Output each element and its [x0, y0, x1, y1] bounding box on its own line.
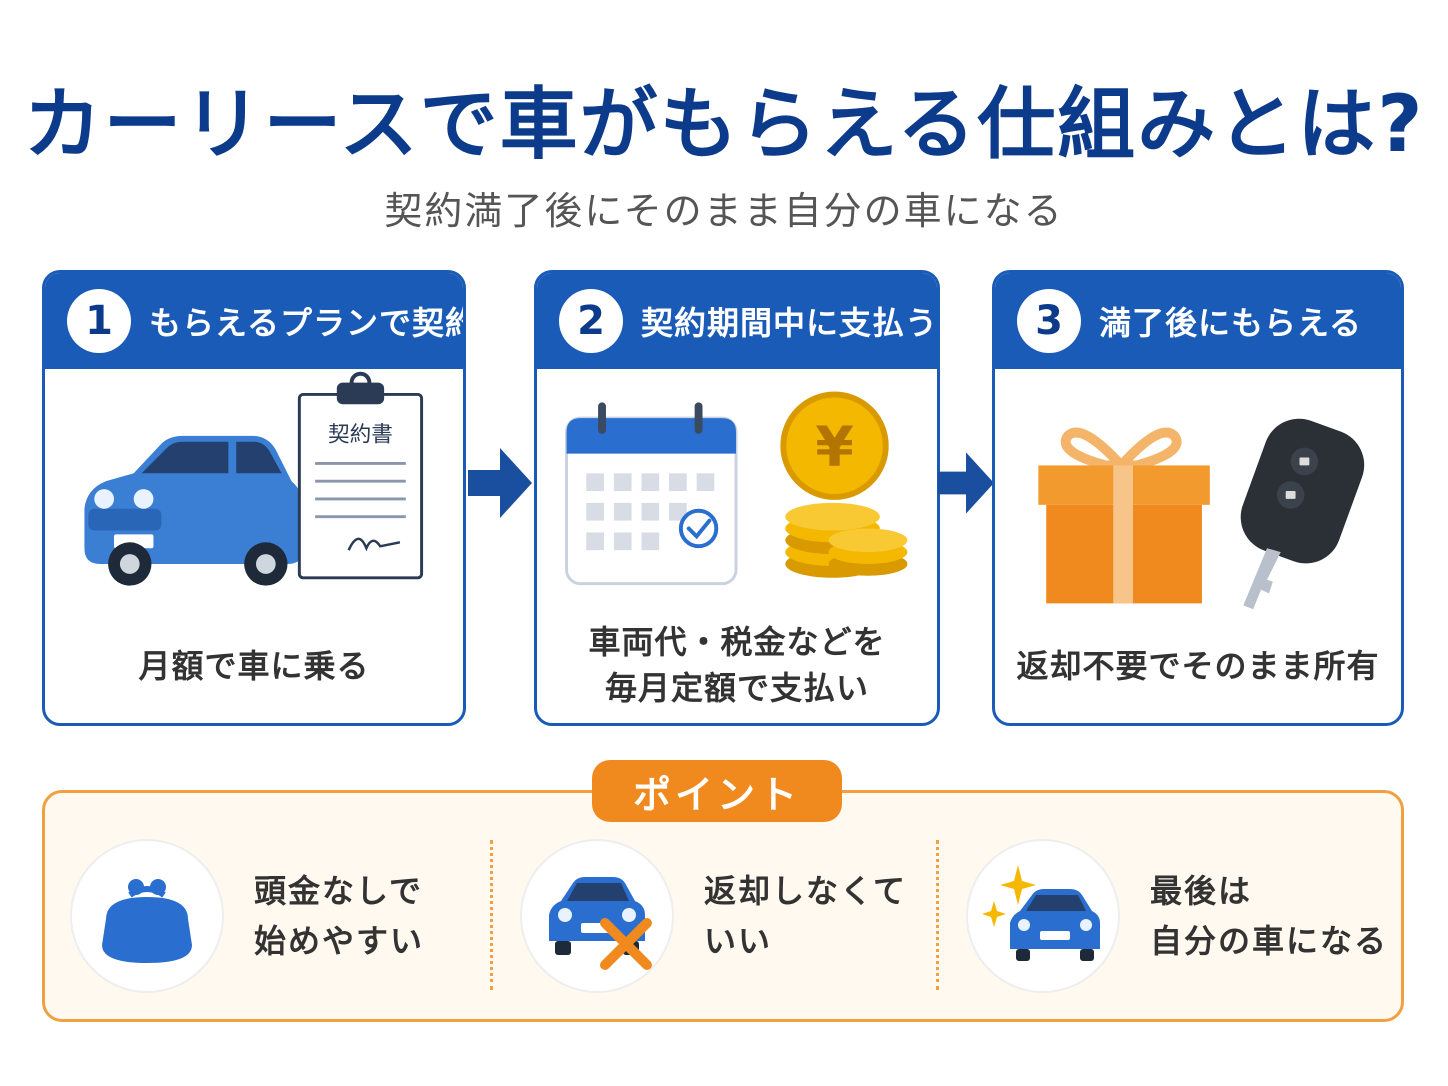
step-2-title: 契約期間中に支払う — [641, 304, 939, 342]
arrow-right-icon — [468, 448, 532, 518]
point-item-3: 最後は 自分の車になる — [966, 836, 1388, 996]
step-2-card: 2 契約期間中に支払う ¥ — [534, 270, 940, 726]
arrow-right-icon — [938, 452, 994, 514]
gift-key-illustration — [1038, 418, 1365, 610]
point-item-2-text: 返却しなくて いい — [704, 872, 908, 960]
step-3-number: 3 — [1017, 289, 1081, 353]
wallet-icon — [102, 879, 192, 963]
step-1-caption: 月額で車に乗る — [138, 647, 370, 685]
gift-box-icon — [1038, 427, 1210, 604]
car-cross-icon — [549, 877, 652, 970]
step-2-header: 2 契約期間中に支払う — [537, 273, 937, 369]
contract-document-icon: 契約書 — [297, 371, 424, 580]
point-item-2: 返却しなくて いい — [520, 836, 907, 996]
step-1-header: 1 もらえるプランで契約 — [45, 273, 463, 369]
page-subtitle: 契約満了後にそのまま自分の車になる — [384, 189, 1064, 233]
point-item-1-text: 頭金なしで 始めやすい — [254, 872, 425, 960]
calendar-icon — [565, 402, 738, 586]
point-item-2-circle — [520, 839, 674, 993]
coin-stack-icon: ¥ — [780, 391, 908, 578]
step-1-title: もらえるプランで契約 — [149, 304, 466, 342]
step-3-caption: 返却不要でそのまま所有 — [1016, 647, 1380, 685]
step-1-number: 1 — [67, 289, 131, 353]
payment-illustration: ¥ — [565, 391, 908, 586]
yen-symbol: ¥ — [815, 415, 853, 479]
point-divider — [490, 840, 493, 990]
car-icon — [84, 435, 304, 586]
point-item-3-text: 最後は 自分の車になる — [1150, 872, 1389, 960]
step-2-number: 2 — [559, 289, 623, 353]
point-item-1-circle — [70, 839, 224, 993]
step-3-card: 3 満了後にもらえる 返却不要でそのまま所有 — [992, 270, 1404, 726]
step-3-header: 3 満了後にもらえる — [995, 273, 1401, 369]
step-1-card: 1 もらえるプランで契約 契約書 月額で車 — [42, 270, 466, 726]
point-item-3-circle — [966, 839, 1120, 993]
point-item-1: 頭金なしで 始めやすい — [70, 836, 424, 996]
point-divider — [936, 840, 939, 990]
point-badge: ポイント — [592, 760, 842, 822]
sparkle-car-icon — [982, 865, 1100, 961]
car-contract-illustration: 契約書 — [84, 371, 424, 586]
car-key-icon — [1240, 418, 1365, 610]
step-3-title: 満了後にもらえる — [1099, 304, 1363, 342]
page-title: カーリースで車がもらえる仕組みとは? — [23, 80, 1425, 170]
step-2-caption: 車両代・税金などを 毎月定額で支払い — [588, 623, 886, 707]
contract-document-label: 契約書 — [328, 423, 393, 448]
